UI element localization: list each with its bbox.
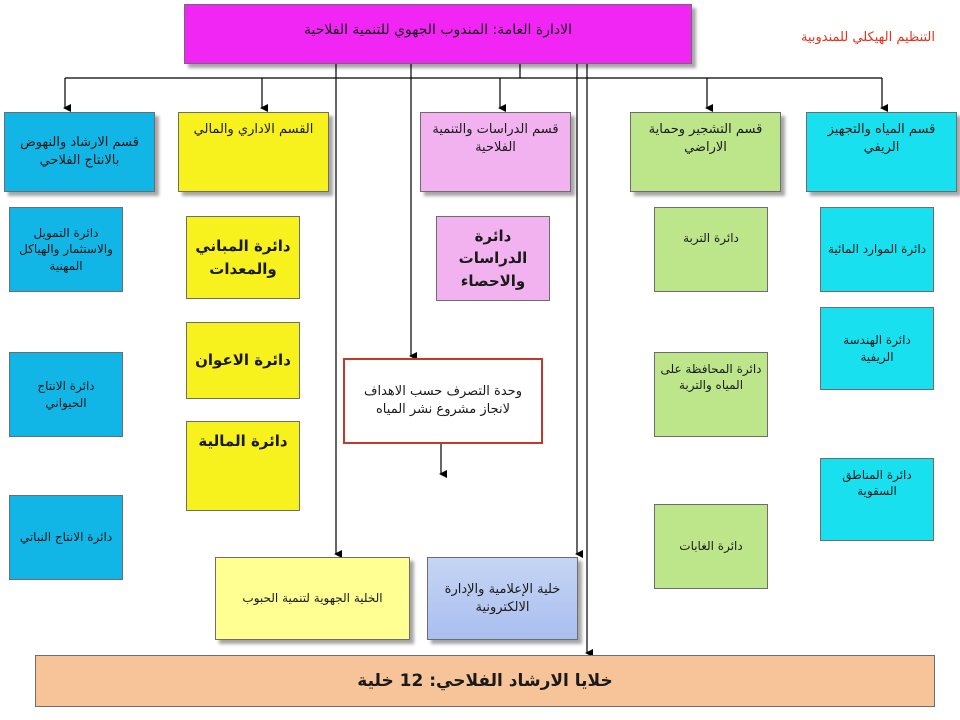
division-buildings: دائرة المباني والمعدات <box>186 216 300 299</box>
department-water: قسم المياه والتجهيز الريفي <box>806 112 957 192</box>
media-cell: خلية الإعلامية والإدارة الالكترونية <box>427 557 578 640</box>
department-studies: قسم الدراسات والتنمية الفلاحية <box>420 112 571 192</box>
division-finance: دائرة المالية <box>186 421 300 511</box>
division-plant-production: دائرة الانتاج النباتي <box>9 495 123 580</box>
division-irrigated-areas: دائرة المناطق السقوية <box>820 458 934 541</box>
division-water-resources: دائرة الموارد المائية <box>820 207 934 292</box>
chart-title: التنظيم الهيكلي للمندوبية <box>800 30 935 45</box>
division-rural-engineering: دائرة الهندسة الريفية <box>820 307 934 390</box>
grains-cell: الخلية الجهوية لتنمية الحبوب <box>215 557 410 640</box>
department-admin: القسم الاداري والمالي <box>178 112 329 192</box>
division-soil: دائرة التربة <box>654 207 768 292</box>
division-animal-production: دائرة الانتاج الحيواني <box>9 352 123 437</box>
division-water-soil-conservation: دائرة المحافظة على المياه والتربة <box>654 352 768 437</box>
extension-cells-box: خلايا الارشاد الفلاحي: 12 خلية <box>35 655 935 707</box>
department-extension: قسم الارشاد والنهوض بالانتاج الفلاحي <box>4 112 155 192</box>
division-forests: دائرة الغابات <box>654 504 768 589</box>
director-box: الادارة العامة: المندوب الجهوي للتنمية ا… <box>184 4 692 64</box>
division-financing: دائرة التمويل والاستثمار والهياكل المهني… <box>9 207 123 292</box>
division-studies-statistics: دائرة الدراسات والاحصاء <box>436 216 550 301</box>
department-forestry: قسم التشجير وحماية الاراضي <box>630 112 781 192</box>
water-spreading-unit: وحدة التصرف حسب الاهداف لانجاز مشروع نشر… <box>343 358 543 444</box>
division-staff: دائرة الاعوان <box>186 322 300 399</box>
